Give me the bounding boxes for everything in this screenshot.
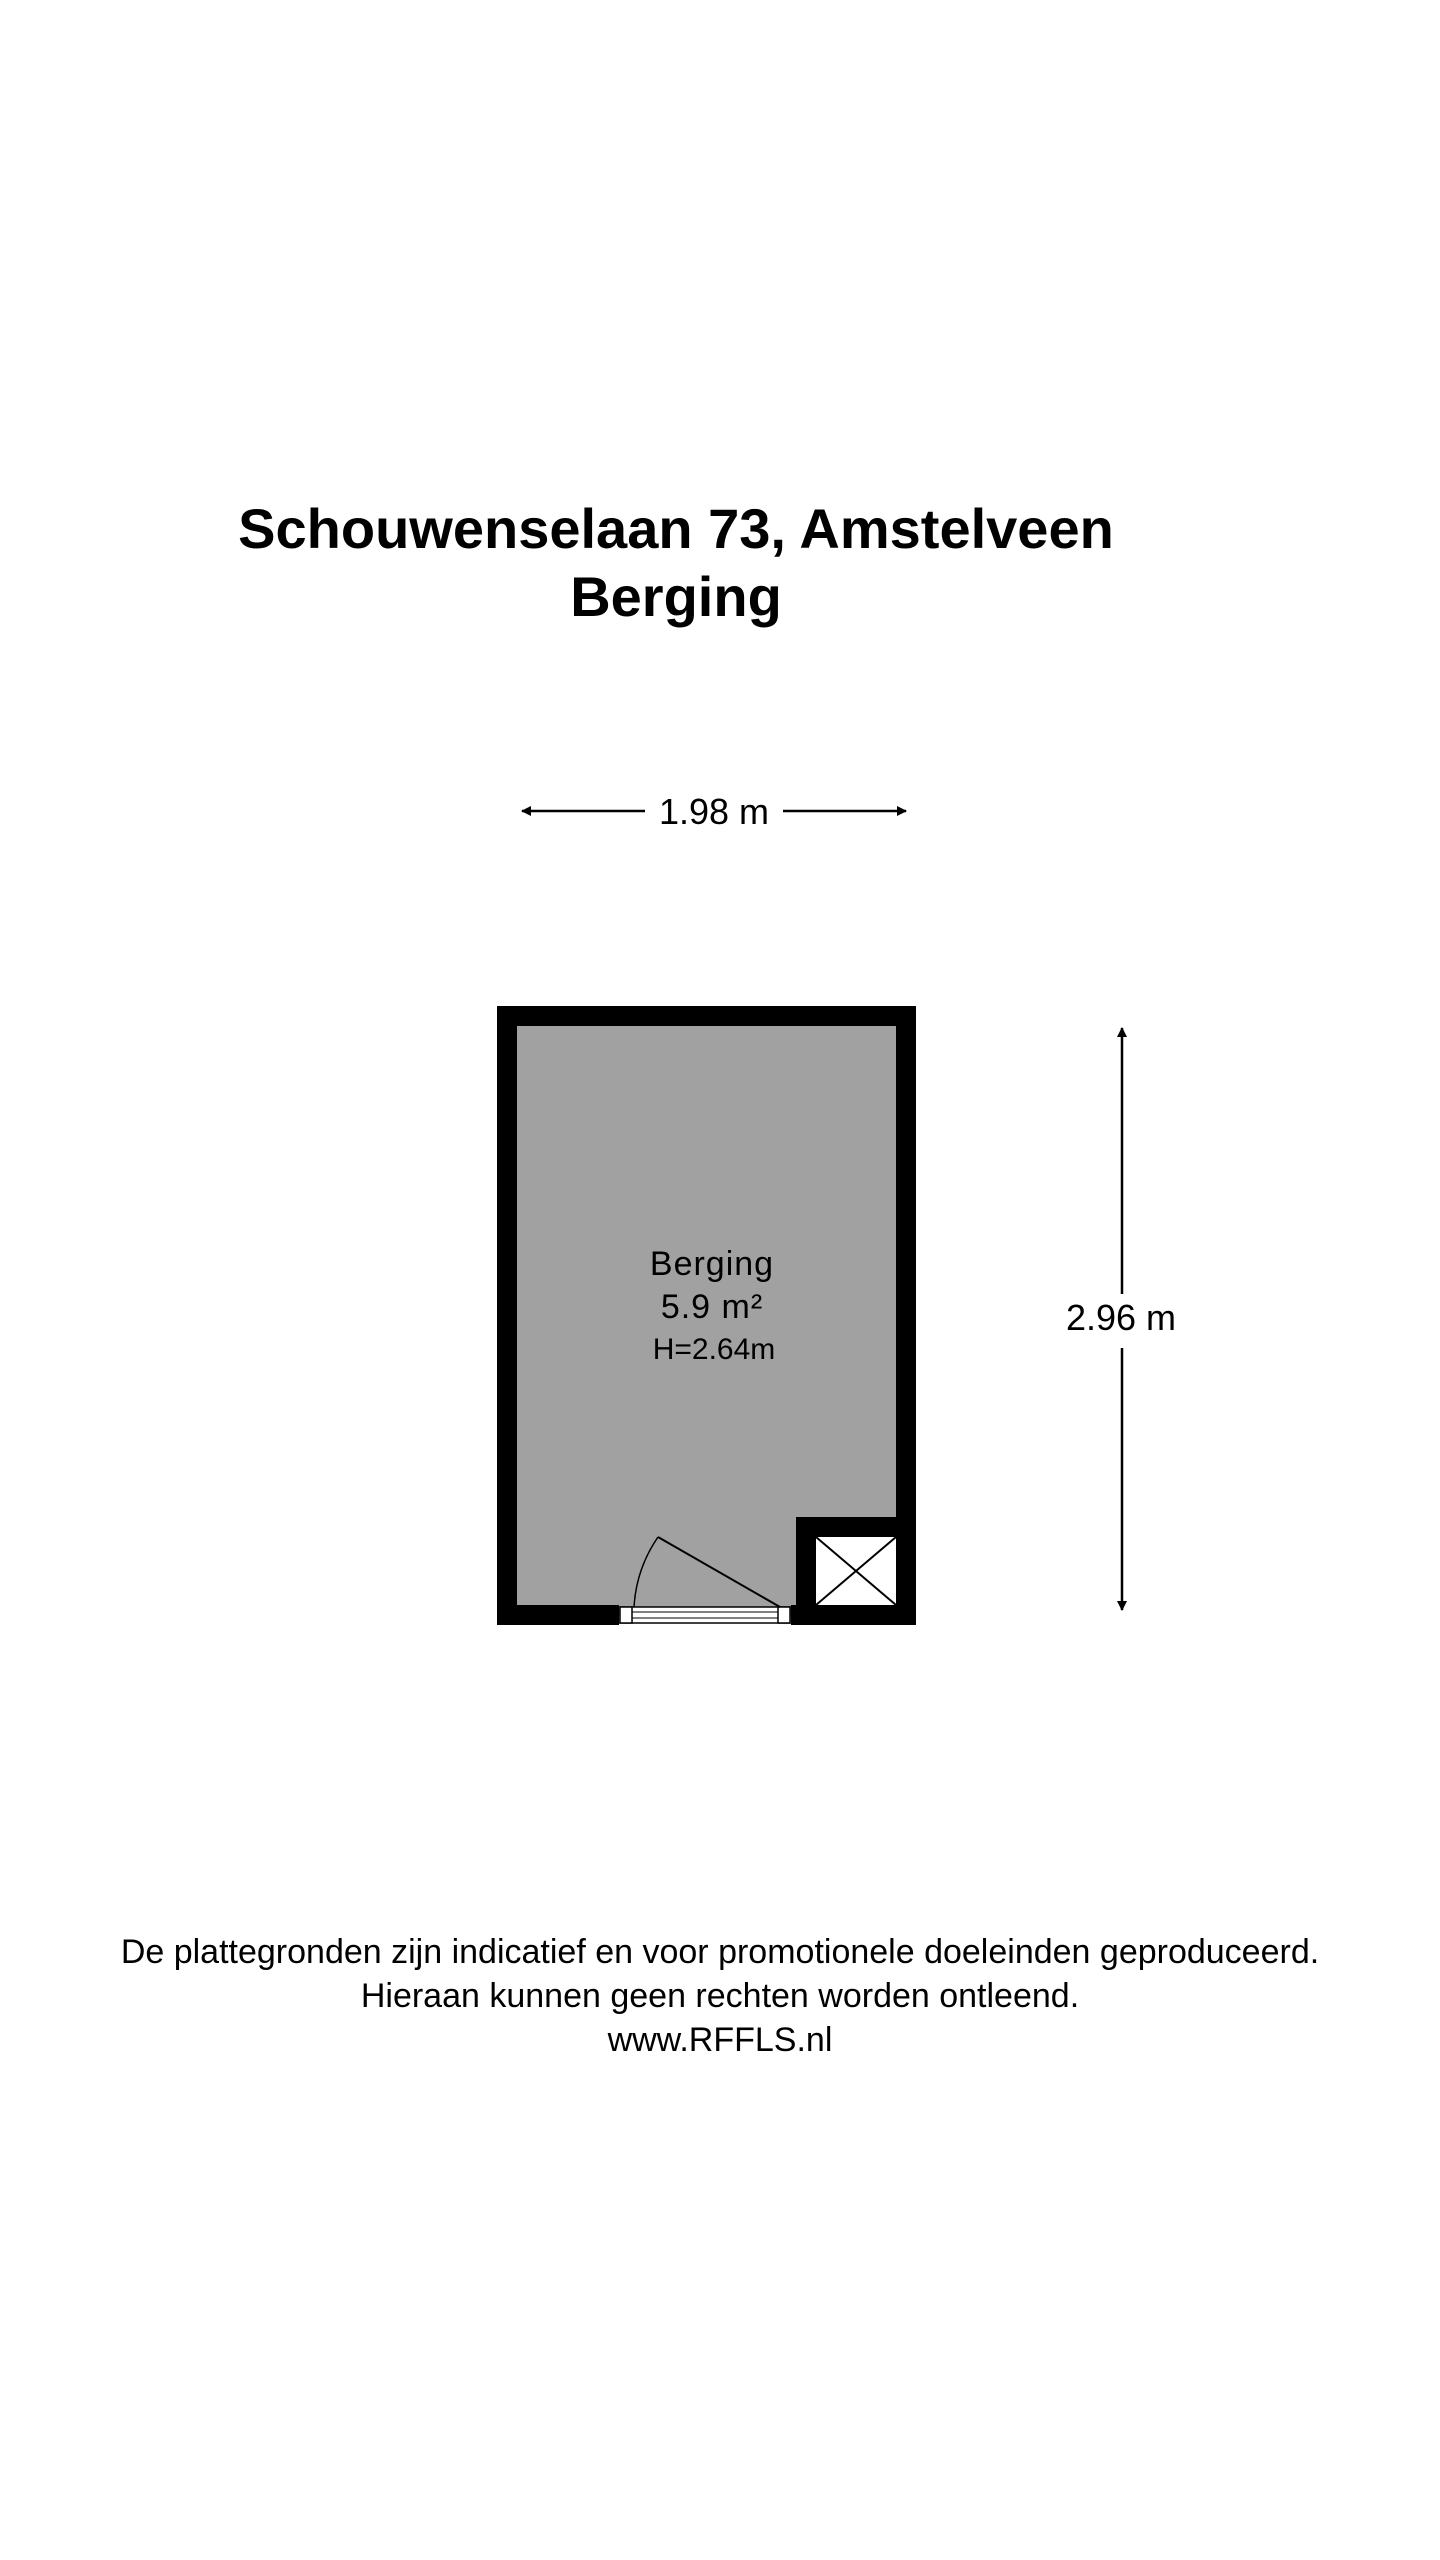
door-jamb-right — [777, 1606, 791, 1624]
width-dimension-label: 1.98 m — [659, 791, 769, 832]
door — [619, 1536, 791, 1624]
website-link[interactable]: www.RFFLS.nl — [607, 2021, 833, 2059]
disclaimer: De plattegronden zijn indicatief en voor… — [0, 1930, 1440, 2062]
door-leaf — [657, 1536, 781, 1608]
address-title: Schouwenselaan 73, Amstelveen — [238, 497, 1114, 560]
door-jamb-left — [619, 1606, 633, 1624]
room-floor — [507, 1016, 906, 1615]
floor-title: Berging — [570, 565, 782, 628]
door-swing-arc — [633, 1536, 659, 1608]
disclaimer-line-1: De plattegronden zijn indicatief en voor… — [120, 1933, 1320, 1971]
door-threshold — [619, 1606, 791, 1624]
shaft-cross-b — [815, 1536, 897, 1606]
height-dimension-label: 2.96 m — [1066, 1297, 1176, 1338]
height-dimension: 2.96 m — [1066, 1027, 1176, 1611]
room-area: 5.9 m² — [661, 1288, 763, 1326]
room-ceiling-height: H=2.64m — [653, 1333, 776, 1366]
title-block: Schouwenselaan 73, Amstelveen Berging — [0, 495, 1352, 631]
room-berging: Berging 5.9 m² H=2.64m — [497, 1006, 916, 1625]
shaft — [796, 1517, 916, 1625]
width-dimension: 1.98 m — [521, 791, 907, 832]
room-name: Berging — [650, 1245, 774, 1283]
disclaimer-line-2: Hieraan kunnen geen rechten worden ontle… — [360, 1977, 1080, 2015]
